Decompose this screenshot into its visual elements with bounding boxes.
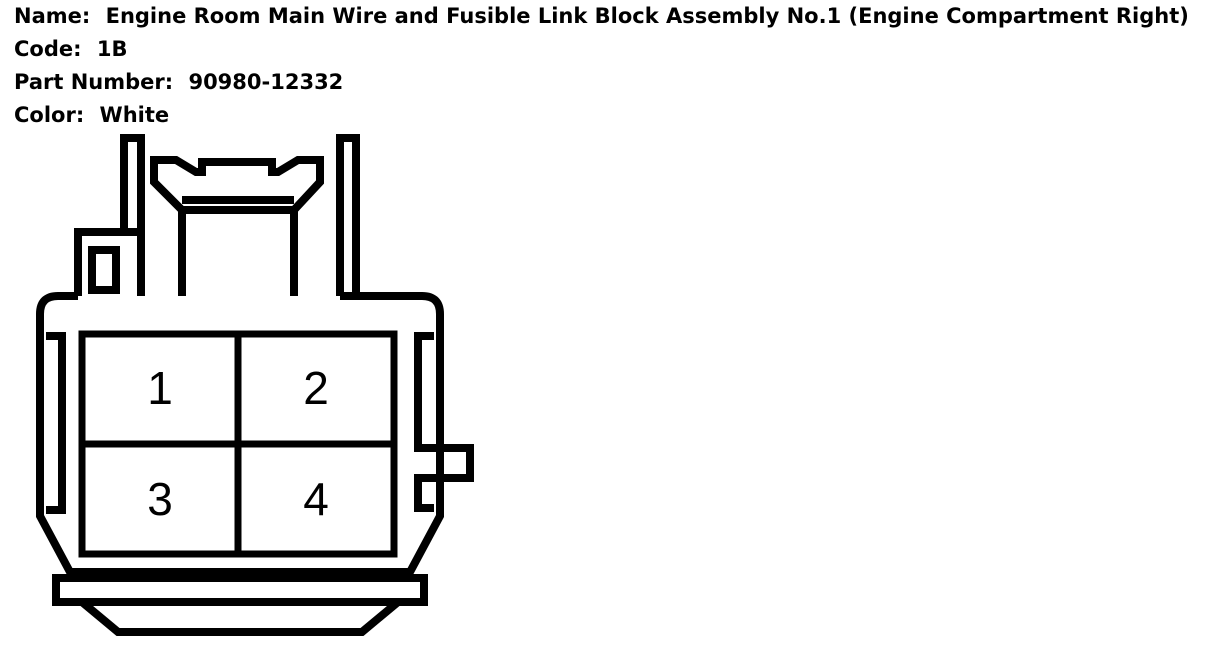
part-number-label: Part Number: [14,70,174,94]
pin-number-1: 1 [147,362,173,414]
connector-info: Name: Engine Room Main Wire and Fusible … [14,0,1189,132]
connector-face-diagram: 1 2 3 4 [36,134,474,636]
locking-lever [150,156,324,296]
code-row: Code: 1B [14,33,1189,66]
right-side-rail [414,332,474,512]
housing-outline [36,134,444,576]
bottom-flange [52,574,428,636]
part-number-row: Part Number: 90980-12332 [14,66,1189,99]
pin-number-2: 2 [303,362,329,414]
pin-number-3: 3 [147,473,173,525]
cavity-pin-4 [234,440,398,558]
left-notch [88,246,120,294]
left-side-rail [46,332,66,514]
pin-number-4: 4 [303,473,329,525]
code-value: 1B [96,37,128,61]
name-label: Name: [14,4,91,28]
color-label: Color: [14,103,85,127]
color-row: Color: White [14,99,1189,132]
color-value: White [99,103,170,127]
part-number-value: 90980-12332 [188,70,344,94]
name-row: Name: Engine Room Main Wire and Fusible … [14,0,1189,33]
code-label: Code: [14,37,82,61]
name-value: Engine Room Main Wire and Fusible Link B… [105,4,1189,28]
